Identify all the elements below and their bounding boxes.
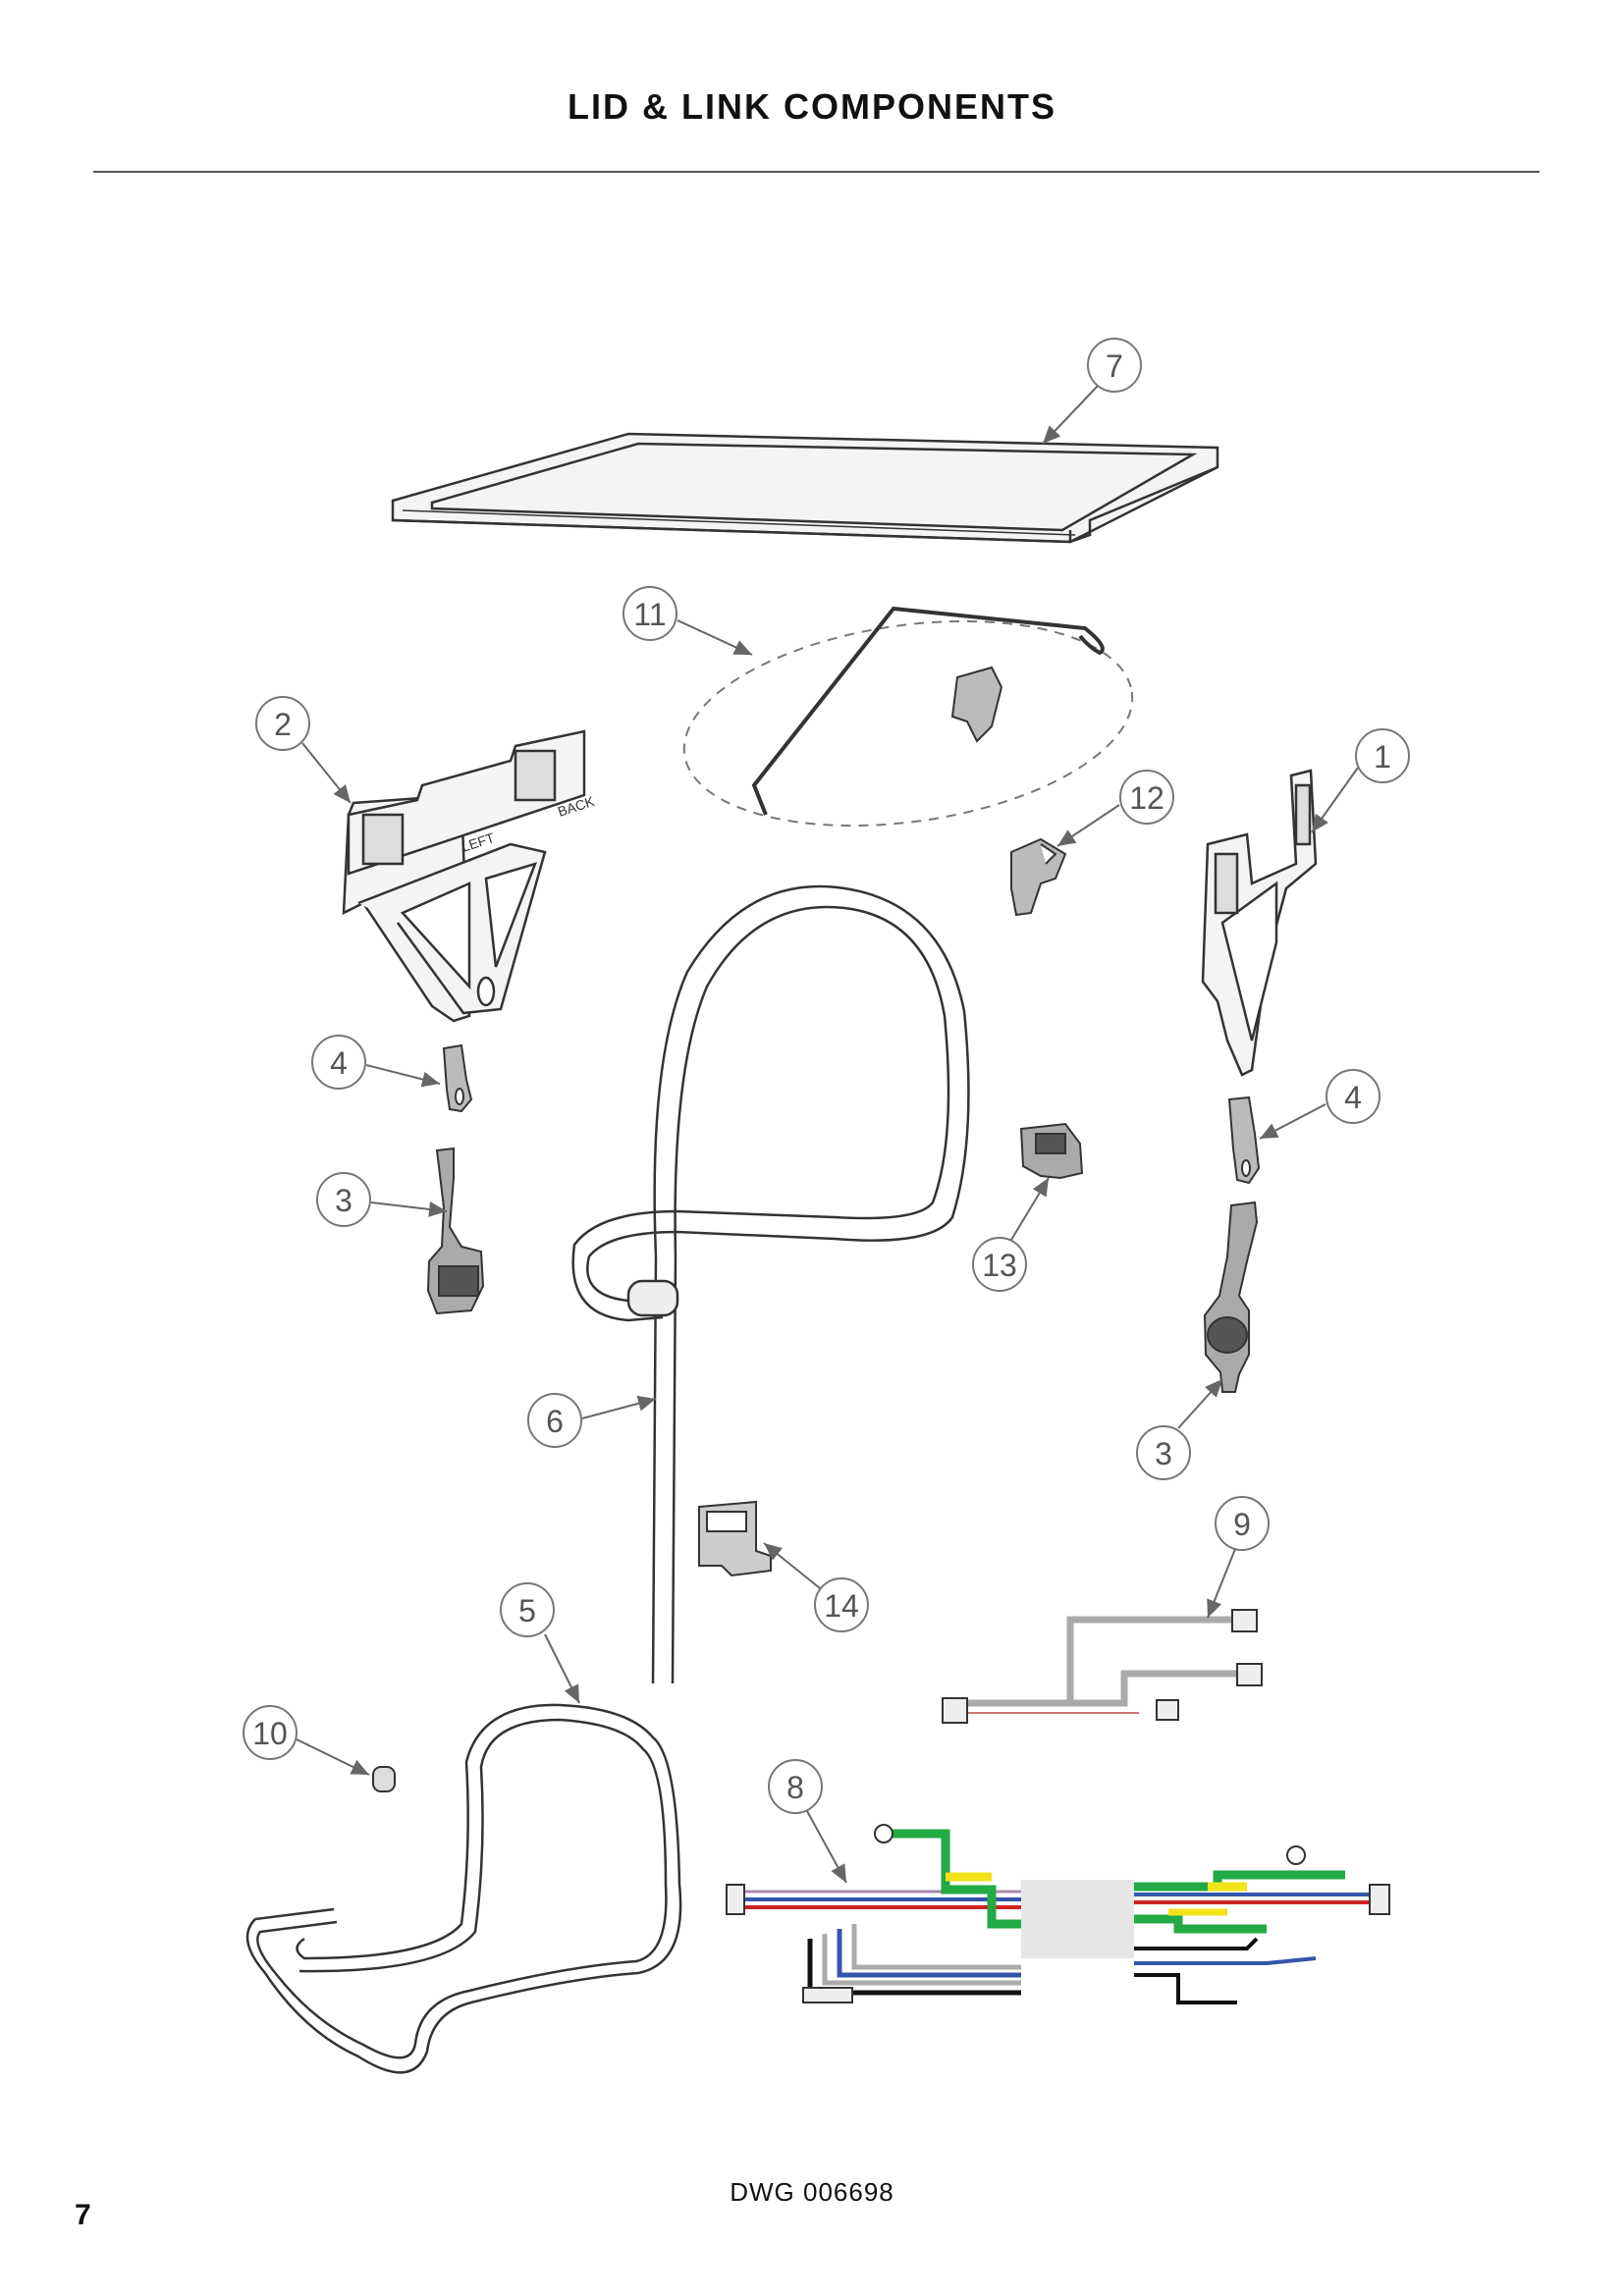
page-number: 7 [75,2199,91,2231]
callout-3-right: 3 [1136,1378,1223,1480]
svg-text:4: 4 [1344,1080,1362,1115]
callout-13: 13 [972,1177,1050,1292]
svg-text:12: 12 [1129,780,1164,816]
svg-text:8: 8 [786,1770,804,1805]
svg-text:2: 2 [274,707,292,742]
page-title: LID & LINK COMPONENTS [568,86,1056,127]
part-lid-gasket-hose [571,884,970,1684]
svg-text:10: 10 [252,1716,288,1751]
part-clip-left [442,1043,473,1113]
svg-text:3: 3 [1155,1436,1172,1471]
svg-text:5: 5 [518,1593,536,1629]
callout-4-right: 4 [1259,1069,1380,1140]
callout-8: 8 [768,1759,847,1884]
callout-4-left: 4 [311,1035,441,1090]
drawing-number: DWG 006698 [730,2177,894,2207]
callout-12: 12 [1056,770,1174,847]
callout-3-left: 3 [316,1172,448,1227]
part-left-hinge-bracket [342,729,586,1023]
svg-text:6: 6 [546,1404,564,1439]
part-lid-rod [682,606,1134,828]
part-switch [1010,837,1067,917]
callout-11: 11 [623,586,753,656]
svg-text:11: 11 [633,597,666,632]
svg-text:13: 13 [982,1248,1017,1283]
callout-7: 7 [1042,338,1142,445]
part-lid-frame [391,432,1219,544]
svg-text:1: 1 [1374,739,1391,774]
callout-10: 10 [243,1705,370,1776]
svg-text:7: 7 [1106,348,1123,384]
svg-text:9: 9 [1233,1507,1251,1542]
part-lid-lock-left [426,1147,485,1315]
callout-2: 2 [255,696,352,804]
part-clip-right [1227,1095,1261,1185]
part-connector-block [1019,1122,1084,1180]
part-gasket-loop [245,1703,682,2074]
part-right-hinge-bracket [1201,769,1318,1077]
svg-text:14: 14 [824,1588,859,1624]
part-bracket-connector [698,1500,772,1577]
part-main-harness [726,1824,1390,2004]
part-hose-clip [372,1766,396,1792]
part-harness-small [942,1609,1263,1724]
callout-6: 6 [527,1393,657,1448]
callout-1: 1 [1311,728,1410,833]
svg-text:3: 3 [335,1183,352,1218]
callout-14: 14 [763,1542,869,1632]
part-lid-lock-right [1203,1201,1259,1393]
callout-5: 5 [500,1582,580,1704]
svg-text:4: 4 [330,1045,348,1081]
callout-9: 9 [1207,1496,1270,1619]
title-rule [93,171,1540,173]
